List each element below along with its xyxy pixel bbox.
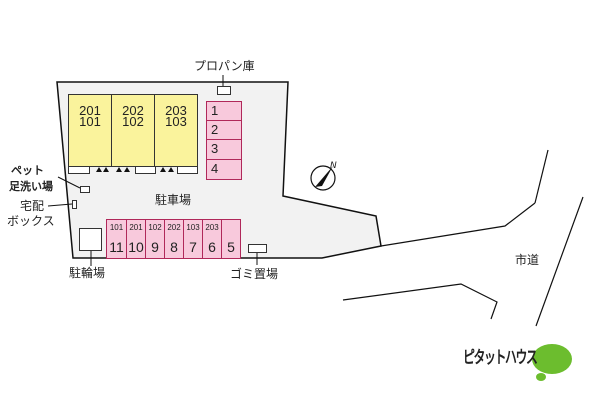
entrance-markers (96, 167, 174, 172)
pet-wash-label-2: 足洗い場 (9, 180, 53, 193)
pet-wash-label-1: ペット (11, 164, 44, 177)
delivery-box-label-2: ボックス (7, 214, 55, 228)
bicycle-parking-label: 駐輪場 (69, 266, 106, 280)
bicycle-parking (79, 228, 102, 251)
balcony (135, 166, 156, 174)
road-edge-right (535, 196, 584, 327)
logo-bubble-icon (532, 344, 572, 381)
propane-storage (217, 86, 231, 95)
pet-wash-leader (57, 176, 81, 189)
road-edge-lower (342, 283, 498, 320)
parking-slot-5: 5 (221, 219, 241, 259)
propane-storage-label: プロパン庫 (194, 59, 255, 73)
parking-slot-2: 2 (206, 120, 242, 140)
pet-wash-station (80, 186, 90, 193)
parking-slot-1: 1 (206, 101, 242, 121)
pitat-house-logo: ピタットハウス (463, 348, 538, 368)
parking-slot-3: 3 (206, 139, 242, 160)
unit-lower: 103 (165, 114, 187, 129)
unit-upper: 203 (165, 103, 187, 118)
city-road-label: 市道 (515, 253, 540, 267)
delivery-leader (47, 203, 73, 207)
delivery-box-label-1: 宅配 (20, 199, 45, 213)
garbage-area-label: ゴミ置場 (230, 267, 279, 281)
compass-icon (310, 165, 336, 191)
delivery-box (72, 200, 77, 209)
balcony (177, 166, 198, 174)
balcony (68, 166, 90, 174)
garbage-area (248, 244, 267, 253)
road-edge-upper (380, 202, 536, 247)
unit-lower: 102 (122, 114, 144, 129)
compass-north-label: N (330, 161, 337, 171)
unit-upper: 202 (122, 103, 144, 118)
unit-upper: 201 (79, 103, 101, 118)
parking-lot-label: 駐車場 (155, 193, 192, 207)
parking-slot-4: 4 (206, 159, 242, 180)
unit-lower: 101 (79, 114, 101, 129)
road-edge-upper-right (534, 149, 549, 204)
